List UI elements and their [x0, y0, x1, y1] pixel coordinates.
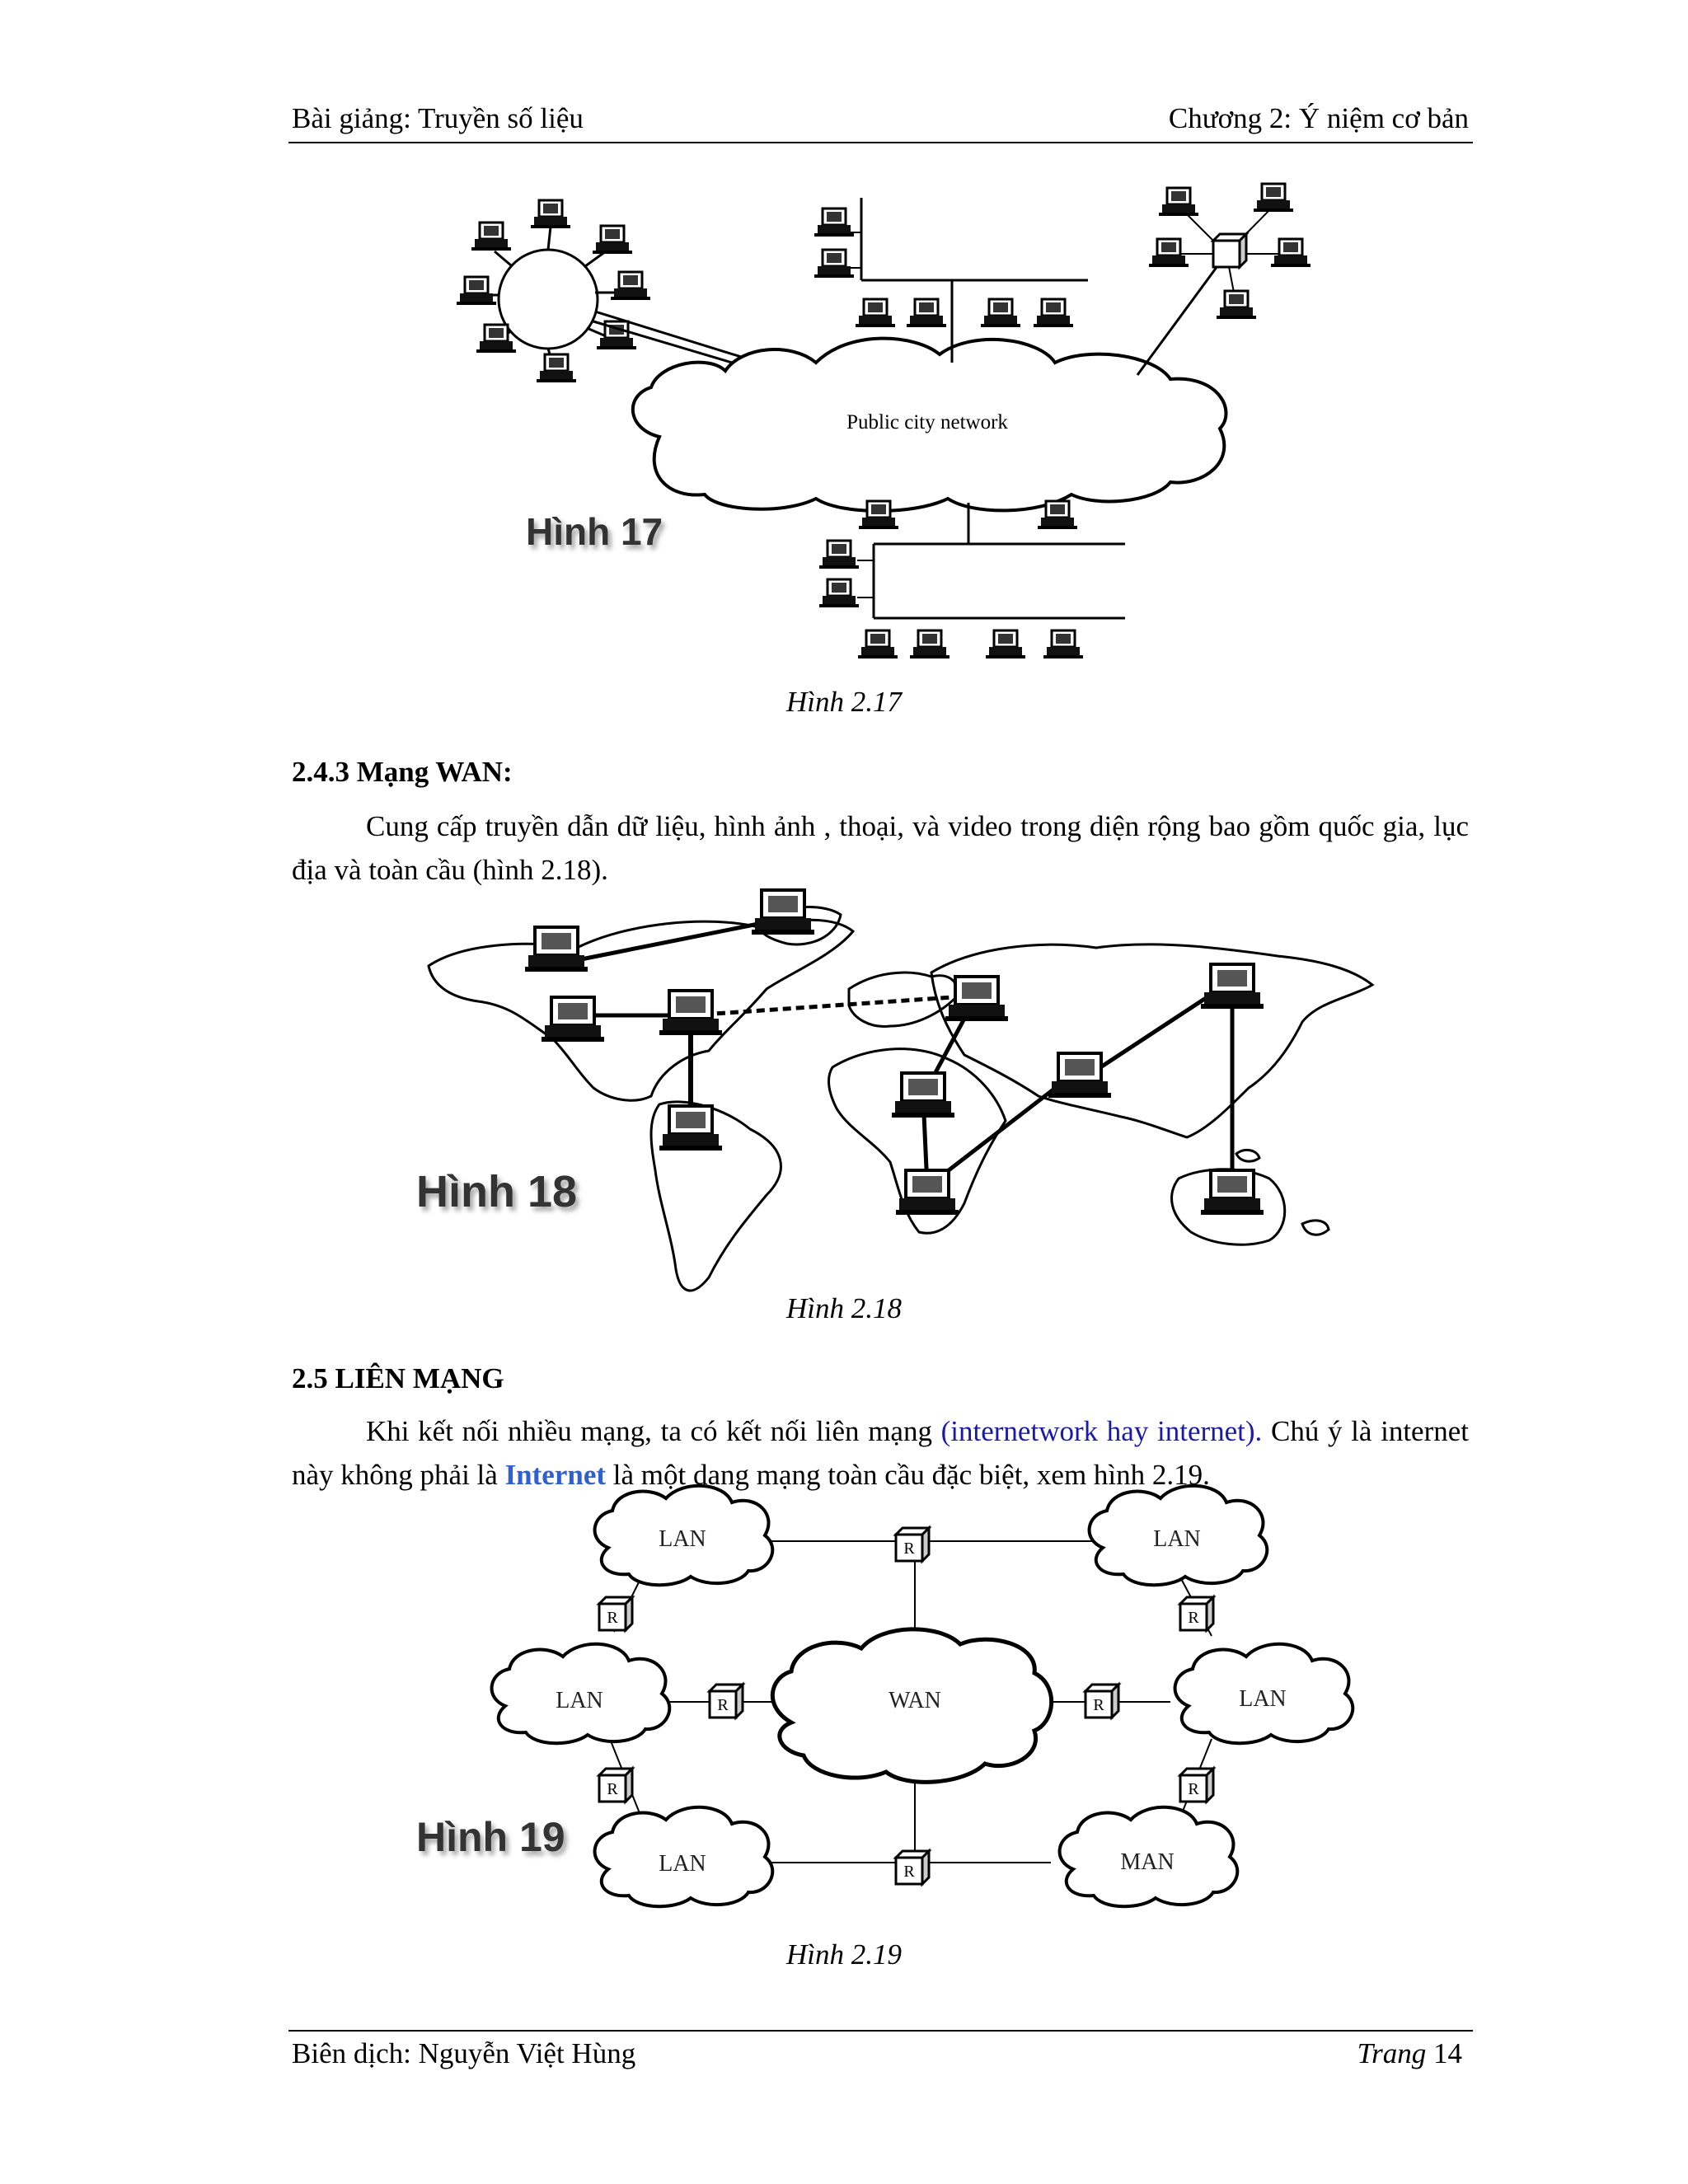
bus-network-bottom — [818, 499, 1125, 660]
star-network — [1136, 182, 1312, 376]
footer-rule — [288, 2030, 1473, 2032]
wan-paragraph-text: Cung cấp truyền dẫn dữ liệu, hình ảnh , … — [292, 810, 1469, 886]
wan-cloud — [770, 1627, 1054, 1784]
header-rule — [288, 142, 1473, 143]
cloud-label-3: LAN — [556, 1688, 603, 1713]
internetwork-text-2: Chú ý là internet này không phải là — [292, 1415, 1469, 1491]
bus-network-top — [813, 198, 1088, 363]
section-internetwork-paragraph: Khi kết nối nhiều mạng, ta có kết nối li… — [292, 1409, 1469, 1497]
router-letter-5: R — [1093, 1696, 1104, 1714]
figure-19-label: Hình 19 — [416, 1814, 565, 1860]
public-city-network-cloud — [631, 336, 1228, 513]
figure-17-label: Hình 17 — [526, 510, 663, 553]
internetwork-text-1: Khi kết nối nhiều mạng, ta có kết nối li… — [366, 1415, 941, 1447]
footer-left: Biên dịch: Nguyễn Việt Hùng — [292, 2037, 636, 2069]
footer-page-label: Trang — [1357, 2037, 1427, 2069]
cloud-label-7: MAN — [1120, 1849, 1174, 1875]
router-letter-3: R — [1188, 1609, 1199, 1627]
internet-term: Internet — [504, 1459, 607, 1491]
footer-page-number: 14 — [1433, 2037, 1462, 2069]
figure-19-caption: Hình 2.19 — [786, 1938, 902, 1971]
cloud-label-2: LAN — [1153, 1526, 1201, 1552]
router-letter-8: R — [903, 1863, 915, 1881]
cloud-label: Public city network — [846, 411, 1008, 434]
internetwork-text-3: là một dạng mạng toàn cầu đặc biệt, xem … — [606, 1459, 1210, 1491]
figure-17-caption: Hình 2.17 — [786, 686, 902, 718]
cloud-label-5: LAN — [1239, 1686, 1287, 1712]
router-letter-2: R — [607, 1609, 618, 1627]
section-heading-internetwork: 2.5 LIÊN MẠNG — [292, 1362, 504, 1394]
router-letter-4: R — [717, 1696, 729, 1714]
cloud-label-6: LAN — [659, 1851, 706, 1877]
footer-right: Trang 14 — [1357, 2037, 1462, 2070]
cloud-label-4: WAN — [889, 1688, 941, 1713]
header-right: Chương 2: Ý niệm cơ bản — [1168, 102, 1469, 134]
internetwork-term: (internetwork hay internet). — [940, 1415, 1263, 1447]
header-left: Bài giảng: Truyền số liệu — [292, 102, 584, 134]
router-letter-6: R — [607, 1780, 618, 1798]
section-wan-paragraph: Cung cấp truyền dẫn dữ liệu, hình ảnh , … — [292, 804, 1469, 892]
figure-18-caption: Hình 2.18 — [786, 1292, 902, 1324]
cloud-label-1: LAN — [659, 1526, 706, 1552]
router-letter-1: R — [903, 1540, 915, 1558]
section-heading-wan: 2.4.3 Mạng WAN: — [292, 756, 513, 788]
figure-18-label: Hình 18 — [416, 1167, 578, 1216]
router-letter-7: R — [1188, 1780, 1199, 1798]
